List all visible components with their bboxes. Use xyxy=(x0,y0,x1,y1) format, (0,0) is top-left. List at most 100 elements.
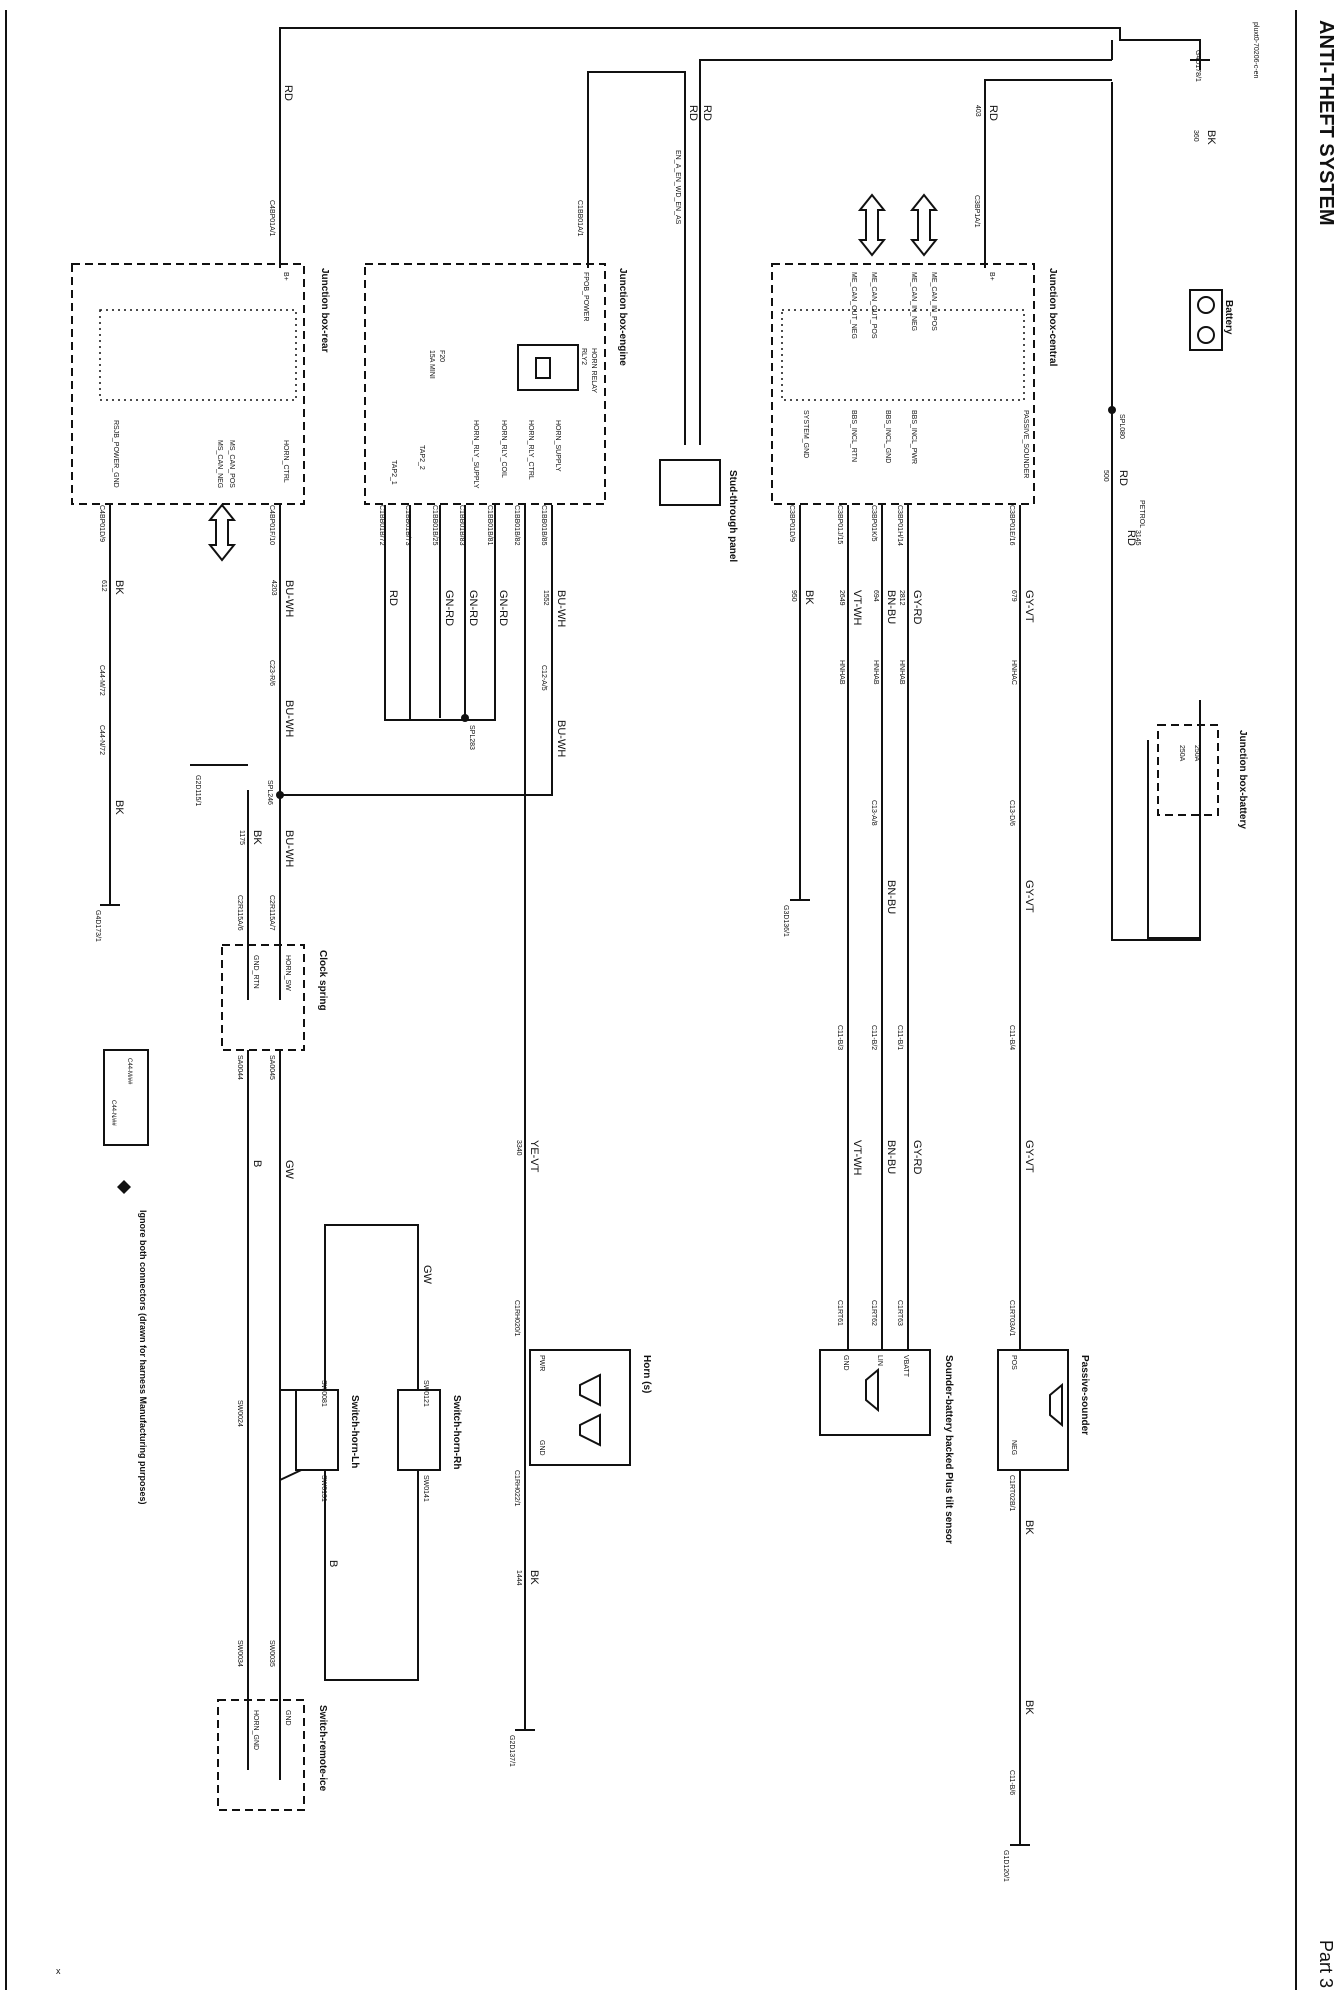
horn-pin-pwr: PWR xyxy=(538,1355,545,1371)
jb-rear-inner xyxy=(99,309,297,401)
passive-sounder-label: Passive-sounder xyxy=(1079,1355,1090,1435)
passive-pin-neg: NEG xyxy=(1010,1440,1017,1455)
engine-fuse-id: F20 xyxy=(438,350,445,362)
horn-relay-label: HORN RELAY xyxy=(590,348,597,393)
conn-engine-out-2: C1BB01B/82 xyxy=(513,505,520,546)
jb-central-can-out-pos: ME_CAN_OUT_POS xyxy=(870,272,877,339)
page-ref: pluxt0-70206-c-en xyxy=(1252,22,1259,79)
conn-horn-2: C1RH022/1 xyxy=(513,1470,520,1507)
can-bus-arrow-icon xyxy=(909,193,939,257)
conn-passive-1: C1RT03A/1 xyxy=(1008,1300,1015,1337)
engine-pin-tap2-1: TAP2_1 xyxy=(390,460,397,485)
wire-label-bat-out: RD xyxy=(1117,470,1129,486)
remote-pin-horn-gnd: HORN_GND xyxy=(252,1710,259,1750)
engine-pin-rly-coil: HORN_RLY_COIL xyxy=(500,420,507,478)
switch-horn-rh-label: Switch-horn-Rh xyxy=(451,1395,462,1469)
jb-central-passive-sounder: PASSIVE_SOUNDER xyxy=(1022,410,1029,478)
sounder-pin-vbatt: VBATT xyxy=(902,1355,909,1378)
wire-label-bbs-pwr-b: GY-RD xyxy=(911,1140,923,1174)
horn-label: Horn (s) xyxy=(641,1355,652,1393)
harness-bbs-lin: HNHAB xyxy=(872,660,879,685)
wire-label-horn-supply: BU-WH xyxy=(555,590,567,627)
ground-4: G2D137/1 xyxy=(508,1735,515,1767)
conn-inline-1: C23-R/6 xyxy=(268,660,275,686)
ground-2: G4D173/1 xyxy=(94,910,101,942)
wire-num-horn-ctrl-a: 4203 xyxy=(270,580,277,596)
ground-5: G1D120/1 xyxy=(1002,1850,1009,1882)
wire-label-stud-feed: RD xyxy=(701,105,713,121)
wire-num-bat-out: 500 xyxy=(1102,470,1109,482)
wire-engine-feed xyxy=(587,71,686,445)
battery-neg-terminal-icon xyxy=(1197,296,1215,314)
wire-num-clock-gnd: 1175 xyxy=(238,830,245,845)
legend-symbol-top: C44-M/## xyxy=(126,1058,132,1085)
jb-central-bbs-pwr: BBS_INCL_PWR xyxy=(910,410,917,464)
clock-pin-gnd-rtn: GND_RTN xyxy=(252,955,259,989)
splice-petrol-label: SPL080 xyxy=(1118,414,1125,439)
conn-lh-bottom: SW0024 xyxy=(236,1400,243,1427)
lh-pin-bottom: SW0131 xyxy=(320,1475,327,1502)
jb-rear-label: Junction box-rear xyxy=(319,268,330,353)
engine-pin-horn-supply: HORN_SUPPLY xyxy=(554,420,561,472)
wire-jbb-return xyxy=(1147,740,1200,939)
ground-1: G3D136/1 xyxy=(782,905,789,937)
wire-label-passive-gnd-a: BK xyxy=(1023,1520,1035,1535)
conn-inline-2: C12-A/5 xyxy=(540,665,547,691)
wire-petrol-splice-loop xyxy=(1111,410,1201,941)
wire-label-bbs-lin-b: BN-BU xyxy=(885,880,897,914)
wire-label-passive-gnd-b: BK xyxy=(1023,1700,1035,1715)
wire-label-horn-gnd: BK xyxy=(528,1570,540,1585)
switch-horn-lh-label: Switch-horn-Lh xyxy=(349,1395,360,1468)
sounder-pin-gnd: GND xyxy=(842,1355,849,1371)
wire-central-feed xyxy=(984,79,1112,268)
conn-clock-in-2: C2R115A/6 xyxy=(236,895,243,931)
page-part-group: Part 3 xyxy=(1316,1940,1336,1988)
harness-bbs-gnd: HNHAB xyxy=(838,660,845,685)
switch-horn-lh-box xyxy=(295,1389,339,1471)
jb-battery-label: Junction box-battery xyxy=(1237,730,1248,829)
jb-battery-fuse-2: 250A xyxy=(1193,745,1200,762)
jb-battery-box xyxy=(1157,724,1219,816)
wire-label-horn-supply-b: BU-WH xyxy=(555,720,567,757)
rh-pin-top: SW0121 xyxy=(422,1380,429,1407)
conn-central-out-4: C3BP01J/15 xyxy=(836,505,843,544)
conn-sounder-3: C1RT61 xyxy=(836,1300,843,1326)
wire-label-bbs-gnd-a: VT-WH xyxy=(851,590,863,625)
conn-rear-out-2: C4BP01D/9 xyxy=(98,505,105,542)
clock-spring-box xyxy=(221,944,305,1051)
wire-label-stud-feed2: RD xyxy=(687,105,699,121)
wire-num-splice-out: 3145 xyxy=(1134,530,1141,546)
wire-num-rear-gnd-a: 612 xyxy=(100,580,107,592)
conn-passive-2: C1RT02B/1 xyxy=(1008,1475,1015,1512)
wire-num-central-feed: 403 xyxy=(974,105,981,117)
conn-horn-1: C1RH020/1 xyxy=(513,1300,520,1337)
engine-fuse-rating: 15A MINI xyxy=(428,350,435,379)
wire-num-horn-supply: 1552 xyxy=(542,590,549,606)
battery-label: Battery xyxy=(1223,300,1234,335)
conn-sounder-1: C1RT63 xyxy=(896,1300,903,1326)
speaker-icon xyxy=(865,1367,879,1413)
rh-pin-bottom: SW0141 xyxy=(422,1475,429,1502)
jb-central-can-in-neg: ME_CAN_IN_NEG xyxy=(910,272,917,331)
conn-clock-out-1: SA0045 xyxy=(268,1055,275,1080)
legend-note: Ignore both connectors (drawn for harnes… xyxy=(138,1210,148,1505)
conn-engine-out-5: C1BB01B/25 xyxy=(431,505,438,546)
conn-inline-3: C44-M/72 xyxy=(98,665,105,696)
wire-label-sw-b-lh: B xyxy=(327,1560,339,1567)
jb-central-inner xyxy=(781,309,1025,401)
wire-horn-supply xyxy=(280,505,553,796)
jb-rear-box xyxy=(71,263,305,505)
wire-num-bbs-pwr-a: 2812 xyxy=(898,590,905,606)
circuit-en: EN_A_EN_WD_EN_AS xyxy=(674,150,681,225)
wire-label-bbs-lin-a: BN-BU xyxy=(885,590,897,624)
horn-relay-code: RLY2 xyxy=(580,348,587,365)
jb-central-bplus: B+ xyxy=(988,272,995,281)
wire-label-horn-pwr: YE-VT xyxy=(528,1140,540,1173)
wire-label-bbs-pwr-a: GY-RD xyxy=(911,590,923,624)
wire-label-bbs-gnd-b: VT-WH xyxy=(851,1140,863,1175)
jb-central-box xyxy=(771,263,1035,505)
can-bus-arrow-icon xyxy=(857,193,887,257)
jb-central-can-out-neg: ME_CAN_OUT_NEG xyxy=(850,272,857,339)
wire-label-rly-coil: GN-RD xyxy=(467,590,479,626)
relay-coil-icon xyxy=(535,357,551,379)
